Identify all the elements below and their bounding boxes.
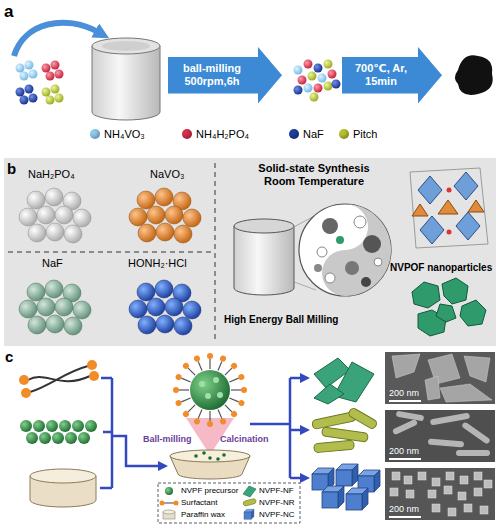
mixing-arrow [14, 23, 98, 56]
mixed-powder [294, 60, 341, 102]
product-label: NVPOF nanoparticles [390, 262, 492, 274]
magnified-view [299, 204, 391, 296]
milling-jar [92, 38, 160, 120]
divider [8, 163, 215, 343]
crystal-structure [410, 168, 488, 248]
legend-frame [158, 483, 300, 523]
scale-bar-label: 200 nm [389, 388, 419, 398]
process-label: 700℃, Ar, 15min [346, 62, 416, 88]
mixing-bowl [170, 450, 250, 479]
legend-label: NVPF-NF [259, 486, 294, 495]
panel-heading: Solid-state Synthesis Room Temperature [249, 162, 379, 188]
micelle [173, 353, 247, 427]
step-label: Ball-milling [143, 434, 192, 444]
legend-swatch [182, 129, 192, 139]
reagent-label: NaF [42, 257, 63, 270]
precursor-balls [16, 61, 64, 105]
legend-label: NVPF-NC [259, 510, 295, 519]
process-arrow: 700℃, Ar, 15min [342, 47, 442, 103]
nanorods [312, 407, 378, 453]
panel-letter: c [5, 348, 13, 365]
reagent-label: HONH₂·HCl [128, 257, 187, 270]
arrow-shape [342, 47, 442, 103]
legend-label: NVPF precursor [181, 486, 238, 495]
legend-label: NVPF-NR [259, 498, 295, 507]
scale-bar-label: 200 nm [389, 446, 419, 456]
sem-image [385, 352, 495, 404]
legend-swatch [289, 129, 299, 139]
legend-label: NaF [303, 128, 324, 141]
sem-image [385, 410, 495, 462]
nanocubes [312, 464, 380, 510]
nanoflakes [314, 358, 374, 404]
sem-image [385, 468, 495, 520]
process-arrow: ball-milling 500rpm,6h [168, 47, 282, 103]
legend-swatch [339, 129, 349, 139]
legend-label: Pitch [353, 128, 377, 141]
process-label: ball-milling 500rpm,6h [172, 62, 252, 88]
panel-letter: a [4, 2, 13, 22]
legend-label: Paraffin wax [181, 510, 225, 519]
scale-bar-label: 200 nm [389, 504, 419, 514]
step-label: Calcination [220, 434, 269, 444]
paraffin-wax [30, 469, 96, 507]
legend-label: NH₄VO₃ [104, 128, 145, 141]
legend-label: NH₄H₂PO₄ [196, 128, 249, 141]
step-label: High Energy Ball Milling [224, 314, 338, 326]
reagent-label: NaH₂PO₄ [28, 168, 75, 181]
nanoparticles [412, 278, 486, 336]
reagent-balls [19, 188, 201, 335]
legend-swatch [90, 129, 100, 139]
panel-letter: b [7, 160, 16, 177]
legend-label: Surfactant [181, 498, 217, 507]
precursor-balls [20, 420, 97, 444]
reagent-label: NaVO₃ [150, 168, 184, 181]
arrow-shape [168, 47, 282, 103]
surfactant-molecule [19, 360, 99, 398]
carbon-product [455, 55, 493, 95]
